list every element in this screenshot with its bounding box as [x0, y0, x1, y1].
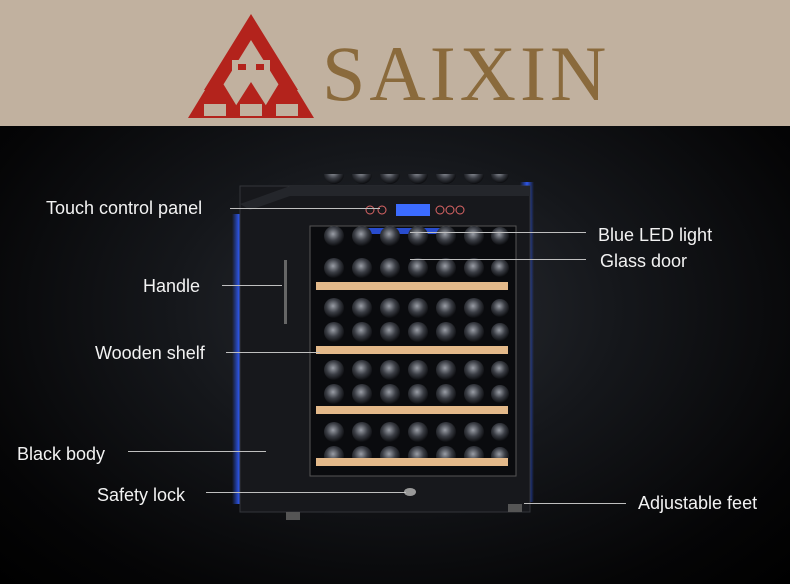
control-button[interactable] [445, 205, 455, 215]
callout-safety-lock: Safety lock [97, 485, 186, 505]
adjustable-foot [508, 504, 522, 512]
callout-wooden-shelf: Wooden shelf [95, 343, 205, 363]
leader-line [128, 451, 266, 452]
wooden-shelf [316, 458, 508, 466]
callout-blue-led-light: Blue LED light [598, 225, 713, 245]
adjustable-foot [286, 512, 300, 520]
leader-line [410, 232, 586, 233]
leader-line [226, 352, 320, 353]
callout-black-body: Black body [17, 444, 106, 464]
leader-line [230, 208, 380, 209]
control-button[interactable] [377, 205, 387, 215]
brand-name: SAIXIN [322, 30, 611, 117]
control-button[interactable] [365, 205, 375, 215]
brand-banner: SAIXIN [0, 0, 790, 126]
callout-touch-control-panel: Touch control panel [46, 198, 203, 218]
saixin-logo-icon [188, 14, 314, 118]
handle[interactable] [284, 260, 287, 324]
leader-line [524, 503, 626, 504]
wooden-shelf [316, 406, 508, 414]
leader-line [206, 492, 406, 493]
wooden-shelf [316, 282, 508, 290]
callout-glass-door: Glass door [600, 251, 688, 271]
control-button[interactable] [435, 205, 445, 215]
wooden-shelf [316, 346, 508, 354]
callout-handle: Handle [143, 276, 201, 296]
blue-led-light [360, 228, 440, 234]
control-button[interactable] [455, 205, 465, 215]
temperature-display [396, 204, 430, 216]
leader-line [410, 259, 586, 260]
callout-adjustable-feet: Adjustable feet [638, 493, 758, 513]
bottle-rack [324, 174, 509, 466]
safety-lock[interactable] [404, 488, 416, 496]
leader-line [222, 285, 282, 286]
wine-cooler-illustration [232, 174, 534, 520]
